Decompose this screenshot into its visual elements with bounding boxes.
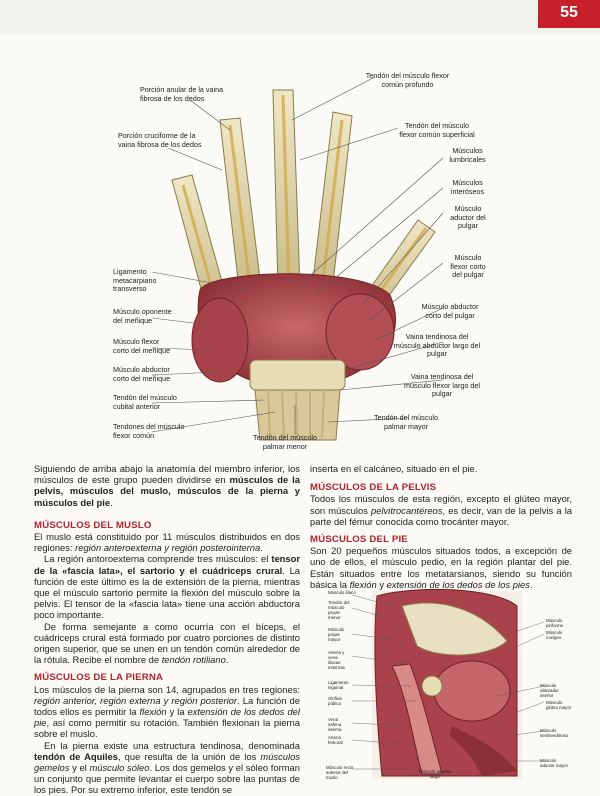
pierna-p2-end: . Los dos gemelos y el sóleo forman un c… [34,762,300,796]
pie-and: y [376,578,387,590]
pierna-p1-text: Los músculos de la pierna son 14, agrupa… [34,683,300,695]
pierna-p1-extension: extensión de los dedos del pie [34,706,300,729]
pierna-p1-end: , así como permitir su rotación. También… [34,717,300,740]
hip-label-aductor-mayor: Músculo aductor mayor [540,758,569,768]
hip-label-arteria-femoral: Arteria femoral [328,735,343,745]
label-abductor-corto-menique: Músculo abductor corto del meñique [113,365,171,383]
muslo-p1-italic: región anteroexterna y región posteroint… [75,542,261,554]
label-porcion-anular: Porción anular de la vaina fibrosa de lo… [140,85,224,103]
pelvis-italic: pelvitrocantéreos [371,504,443,516]
pierna-p2-text: En la pierna existe una estructura tendi… [44,739,300,751]
continuation-text: inserta en el calcáneo, situado en el pi… [310,463,478,474]
muslo-p1-end: . [260,542,263,554]
pelvis-paragraph: Todos los músculos de esta región, excep… [310,493,572,527]
hip-label-safena: Vena safena interna [328,717,342,732]
muslo-p3-end: . [225,654,229,666]
right-column: inserta en el calcáneo, situado en el pi… [310,463,572,590]
pie-paragraph: Son 20 pequeños músculos situados todos,… [310,545,572,590]
hand-anatomy-illustration [151,76,444,441]
hip-label-ligamento-inguinal: Ligamento inguinal [328,680,349,690]
label-flexor-corto-menique: Músculo flexor corto del meñique [113,337,171,355]
label-abductor-corto-pulgar: Músculo abductor corto del pulgar [421,302,479,320]
pie-end: . [529,578,533,590]
label-lumbricales: Músculos lumbricales [449,146,486,164]
hip-label-psoas-menor: Tendón del músculo psoas menor [328,600,350,620]
label-flexor-corto-pulgar: Músculo flexor corto del pulgar [450,253,486,280]
label-aductor-pulgar: Músculo aductor del pulgar [450,204,486,231]
muslo-paragraph-3: De forma semejante a como ocurría con el… [34,621,300,666]
page-header-band [0,0,600,34]
hip-label-iliaco: Músculo ilíaco [328,590,356,595]
pierna-p1-and: y la [166,706,188,718]
muslo-p1-text: El muslo está constituido por 11 músculo… [34,531,300,554]
intro-text: Siguiendo de arriba abajo la anatomía de… [34,463,300,486]
hip-label-piriforme: Músculo piriforme [546,618,564,628]
muslo-paragraph-2: La región antoroexterna comprende tres m… [34,553,300,620]
label-vaina-flexor-largo: Vaina tendinosa del músculo flexor largo… [404,372,480,399]
pie-extension: extensión de los dedos de los pies [386,578,530,590]
left-column: Siguiendo de arriba abajo la anatomía de… [34,463,300,796]
hip-label-semitendinoso: Músculo semitendinoso [540,728,569,738]
hip-label-arteria-vena: Arteria y vena ilíacas externas [328,650,345,670]
pierna-paragraph-2: En la pierna existe una estructura tendi… [34,740,300,796]
muslo-p3-text: De forma semejante a como ocurría con el… [34,620,300,666]
label-porcion-cruciforme: Porción cruciforme de la vaina fibrosa d… [118,131,202,149]
pierna-p2-aquiles: tendón de Aquiles [34,750,118,762]
pierna-p1-flexion: flexión [139,706,167,718]
pierna-p2-mid: , que resulta de la unión de los [117,750,261,762]
heading-musculos-pierna: MÚSCULOS DE LA PIERNA [34,672,164,684]
muslo-paragraph-1: El muslo está constituido por 11 músculo… [34,531,300,553]
label-flexor-comun-superficial: Tendón del músculo flexor común superfic… [399,121,475,139]
label-flexor-comun: Tendones del músculo flexor común [113,422,185,440]
pierna-p2-soleo: músculo sóleo [89,762,150,774]
hip-label-recto-anterior: Músculo recto anterior del muslo [326,765,354,780]
intro-end: . [110,496,113,508]
pierna-p2-and: y el [69,762,90,774]
pierna-paragraph-1: Los músculos de la pierna son 14, agrupa… [34,684,300,740]
pierna-p1-mid: . La función de todos ellos es permitir … [34,694,300,718]
pelvis-end: , es decir, van de la pelvis a la parte … [310,504,572,527]
hip-label-psoas-mayor: Músculo psoas mayor [328,627,345,642]
pierna-p2-gemelos: músculos gemelos [34,750,300,774]
pelvis-text: Todos los músculos de esta región, excep… [310,493,572,516]
label-flexor-comun-profundo: Tendón del músculo flexor común profundo [365,71,450,89]
page-number: 55 [538,0,600,28]
hip-label-obturador: Músculo obturador interior [540,683,559,698]
pie-flexion: flexión [349,578,377,590]
heading-musculos-pelvis: MÚSCULOS DE LA PELVIS [310,482,437,494]
label-ligamento-metacarpiano: Ligamento metacarpiano transverso [113,267,157,294]
muslo-p2-rest: . La función de este último es la de ext… [34,564,300,621]
label-palmar-menor: Tendón del músculo palmar menor [253,433,317,451]
hip-label-coxigeo: Músculo coxígeo [546,630,563,640]
label-cubital-anterior: Tendón del músculo cubital anterior [113,393,177,411]
intro-bold: músculos de la pelvis, músculos del musl… [34,474,300,508]
hip-label-aductor-largo: Músculo aductor largo [418,769,452,779]
label-palmar-mayor: Tendón del músculo palmar mayor [374,413,438,431]
pierna-p1-italic: región anterior, región externa y región… [34,694,238,706]
pelvis-anatomy-illustration [351,588,545,779]
heading-musculos-muslo: MÚSCULOS DEL MUSLO [34,519,152,531]
muslo-p2-bold: tensor de la «fascia lata», el sartorio … [34,553,300,576]
hip-label-gluteo-mayor: Músculo glúteo mayor [546,700,572,710]
label-oponente-menique: Músculo oponente del meñique [113,307,172,325]
label-vaina-abductor-largo: Vaina tendinosa del músculo abductor lar… [393,332,481,359]
pie-text: Son 20 pequeños músculos situados todos,… [310,545,572,590]
label-interoseos: Músculos interóseos [450,178,485,196]
muslo-p2-text: La región antoroexterna comprende tres m… [44,553,272,565]
muslo-p3-italic: tendón rotiliano [161,654,226,666]
intro-paragraph: Siguiendo de arriba abajo la anatomía de… [34,463,300,508]
hip-label-sinfisis: Sínfisis púbica [328,696,343,706]
heading-musculos-pie: MÚSCULOS DEL PIE [310,534,408,546]
